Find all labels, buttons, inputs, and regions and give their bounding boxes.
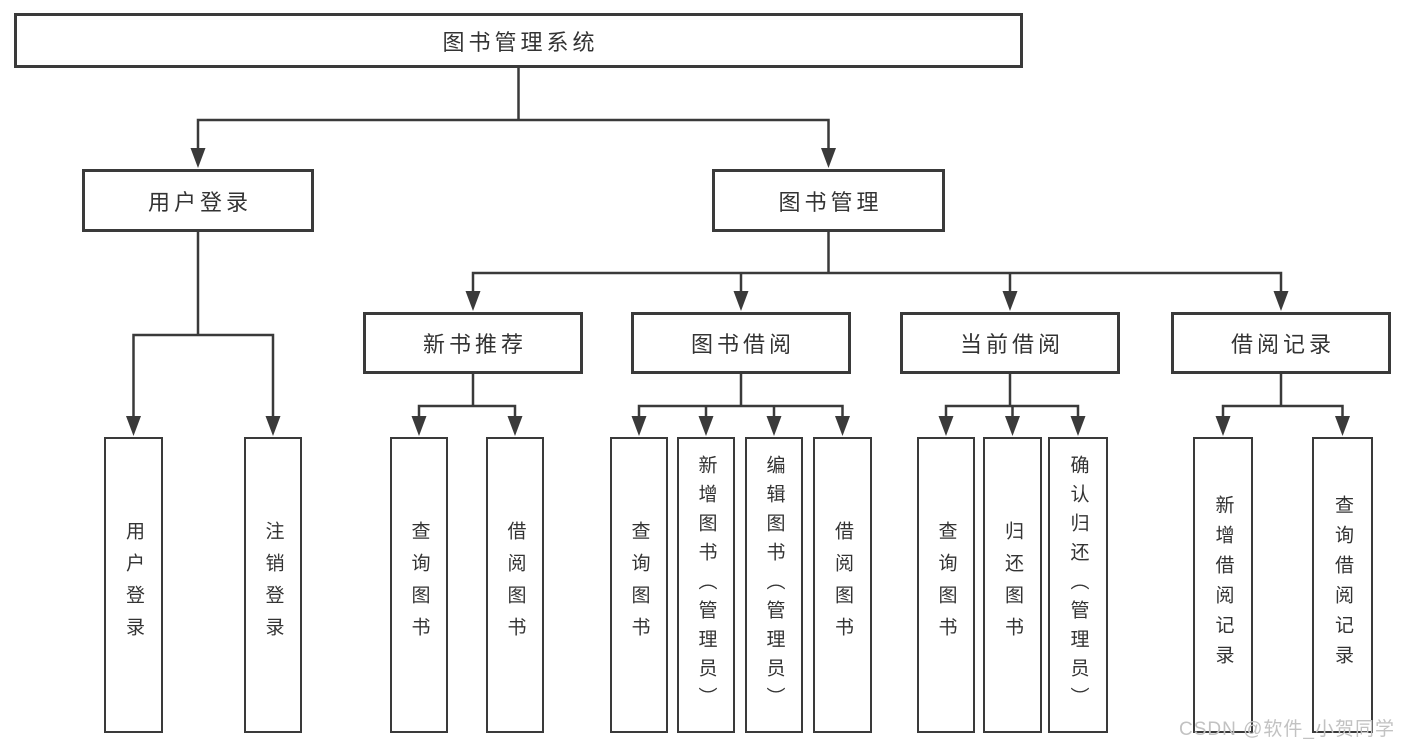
leaf-label: 归还图书 bbox=[1002, 521, 1023, 649]
node-label: 图书管理系统 bbox=[442, 29, 599, 55]
leaf-logout: 注销登录 bbox=[244, 437, 302, 733]
node-library-management-system: 图书管理系统 bbox=[14, 13, 1023, 68]
leaf-label: 查询图书 bbox=[628, 521, 650, 649]
leaf-label: 查询图书 bbox=[935, 521, 957, 649]
node-label: 图书管理 bbox=[778, 189, 883, 215]
node-label: 借阅记录 bbox=[1230, 332, 1335, 357]
leaf-edit-book-admin: 编辑图书（管理员） bbox=[745, 437, 803, 733]
node-current-borrowing: 当前借阅 bbox=[900, 312, 1120, 374]
leaf-borrow-books-recommend: 借阅图书 bbox=[486, 437, 544, 733]
leaf-borrow-books-borrowing: 借阅图书 bbox=[813, 437, 872, 733]
node-label: 新书推荐 bbox=[422, 332, 527, 357]
leaf-label: 查询借阅记录 bbox=[1332, 495, 1353, 675]
leaf-add-borrow-record: 新增借阅记录 bbox=[1193, 437, 1253, 733]
leaf-query-books-current: 查询图书 bbox=[917, 437, 975, 733]
node-new-book-recommend: 新书推荐 bbox=[363, 312, 583, 374]
node-user-login: 用户登录 bbox=[82, 169, 314, 232]
node-label: 当前借阅 bbox=[959, 332, 1064, 357]
leaf-user-login: 用户登录 bbox=[104, 437, 163, 733]
leaf-label: 用户登录 bbox=[123, 521, 144, 649]
node-borrow-records: 借阅记录 bbox=[1171, 312, 1391, 374]
leaf-add-book-admin: 新增图书（管理员） bbox=[677, 437, 735, 733]
csdn-watermark: CSDN @软件_小贺同学 bbox=[1179, 719, 1395, 740]
leaf-label: 新增图书（管理员） bbox=[695, 454, 717, 716]
node-book-borrowing: 图书借阅 bbox=[631, 312, 851, 374]
leaf-label: 编辑图书（管理员） bbox=[763, 454, 785, 716]
leaf-query-borrow-record: 查询借阅记录 bbox=[1312, 437, 1373, 733]
tree-edges bbox=[132, 66, 1344, 422]
leaf-label: 借阅图书 bbox=[504, 521, 526, 649]
leaf-label: 查询图书 bbox=[408, 521, 430, 649]
leaf-query-books-recommend: 查询图书 bbox=[390, 437, 448, 733]
leaf-query-books-borrowing: 查询图书 bbox=[610, 437, 668, 733]
leaf-label: 借阅图书 bbox=[832, 521, 853, 649]
node-label: 图书借阅 bbox=[690, 332, 795, 357]
leaf-confirm-return-admin: 确认归还（管理员） bbox=[1048, 437, 1108, 733]
leaf-label: 注销登录 bbox=[262, 521, 284, 649]
arrowheads bbox=[126, 148, 1350, 436]
node-book-management: 图书管理 bbox=[712, 169, 945, 232]
leaf-return-book: 归还图书 bbox=[983, 437, 1042, 733]
leaf-label: 确认归还（管理员） bbox=[1067, 454, 1089, 716]
leaf-label: 新增借阅记录 bbox=[1212, 495, 1234, 675]
node-label: 用户登录 bbox=[147, 189, 252, 215]
